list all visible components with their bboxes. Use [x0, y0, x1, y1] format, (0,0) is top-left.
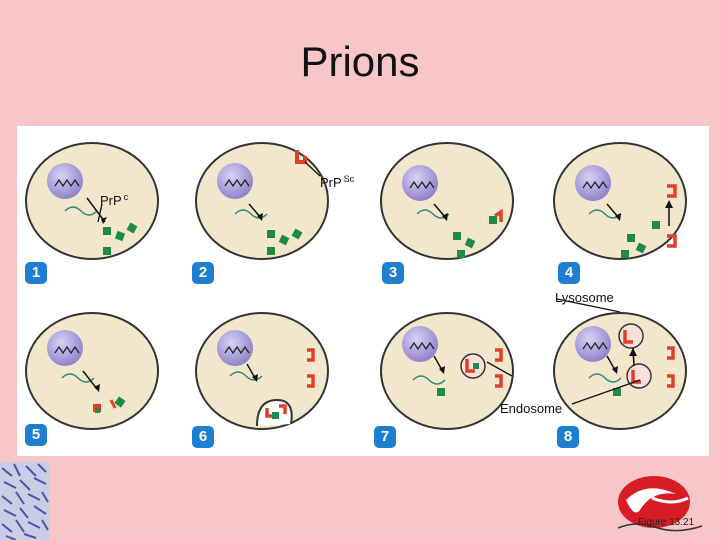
figure-caption: Figure 13.21 — [638, 517, 695, 528]
slide-title: Prions — [300, 38, 420, 85]
lysosome-leader — [556, 298, 621, 313]
cell-5 — [25, 312, 159, 430]
decorative-texture — [0, 462, 50, 540]
cell-4 — [553, 142, 687, 260]
step-badge-5: 5 — [25, 424, 47, 446]
endosome-leader-7 — [486, 361, 513, 377]
lysosome-8 — [618, 323, 644, 349]
step-badge-8: 8 — [557, 426, 579, 448]
endosome-8 — [626, 363, 652, 389]
step-badge-2: 2 — [192, 262, 214, 284]
prion-diagram — [25, 142, 687, 430]
publisher-logo — [617, 476, 703, 532]
cell-8 — [553, 312, 687, 430]
prpsc-outside — [295, 150, 307, 164]
endosome-label: Endosome — [500, 401, 563, 416]
step-badge-3: 3 — [382, 262, 404, 284]
step-badge-4: 4 — [558, 262, 580, 284]
lysosome-label: Lysosome — [555, 290, 614, 305]
step-badge-6: 6 — [192, 426, 214, 448]
step-badge-7: 7 — [374, 426, 396, 448]
cell-3 — [380, 142, 514, 260]
endosome-leader-8 — [571, 379, 641, 405]
cell-7 — [380, 312, 514, 430]
cell-1 — [25, 142, 159, 260]
prpc-1a — [103, 227, 111, 235]
cell-2 — [195, 142, 329, 260]
step-badge-1: 1 — [25, 262, 47, 284]
nucleus-1 — [47, 163, 83, 199]
cell-6 — [195, 312, 329, 430]
